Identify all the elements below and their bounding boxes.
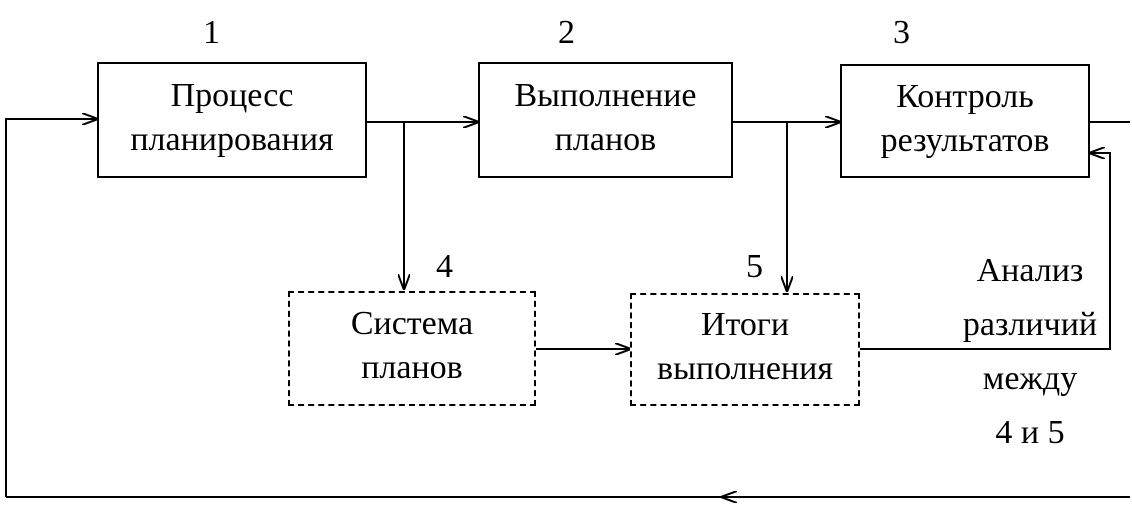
block-5-number: 5	[746, 248, 763, 285]
arrow-5-to-3	[860, 153, 1111, 350]
block-planning-process: Процесс планирования	[97, 62, 367, 178]
block-2-line-1: Выполнение	[514, 77, 697, 114]
block-4-number: 4	[436, 248, 453, 285]
block-plan-execution: Выполнение планов	[478, 62, 733, 178]
feedback-line-left	[5, 119, 97, 497]
analysis-note-line-4: 4 и 5	[995, 414, 1065, 451]
block-2-line-2: планов	[554, 121, 657, 158]
analysis-note-line-3: между	[982, 360, 1078, 397]
block-5-line-1: Итоги	[700, 306, 790, 343]
block-plan-system: Система планов	[288, 291, 536, 406]
block-1-line-1: Процесс	[170, 77, 294, 114]
block-4-line-2: планов	[361, 349, 463, 386]
block-results-control: Контроль результатов	[840, 64, 1090, 178]
block-1-line-2: планирования	[130, 121, 334, 158]
block-4-line-1: Система	[350, 305, 474, 342]
block-execution-results: Итоги выполнения	[630, 293, 860, 406]
block-1-number: 1	[203, 14, 220, 51]
block-5-line-2: выполнения	[657, 350, 833, 387]
block-3-number: 3	[893, 14, 910, 51]
analysis-note-line-1: Анализ	[976, 252, 1084, 289]
block-3-line-1: Контроль	[896, 78, 1034, 115]
analysis-note: Анализ различий между 4 и 5	[945, 244, 1115, 460]
analysis-note-line-2: различий	[962, 306, 1098, 343]
block-3-line-2: результатов	[880, 122, 1050, 159]
block-2-number: 2	[558, 14, 575, 51]
